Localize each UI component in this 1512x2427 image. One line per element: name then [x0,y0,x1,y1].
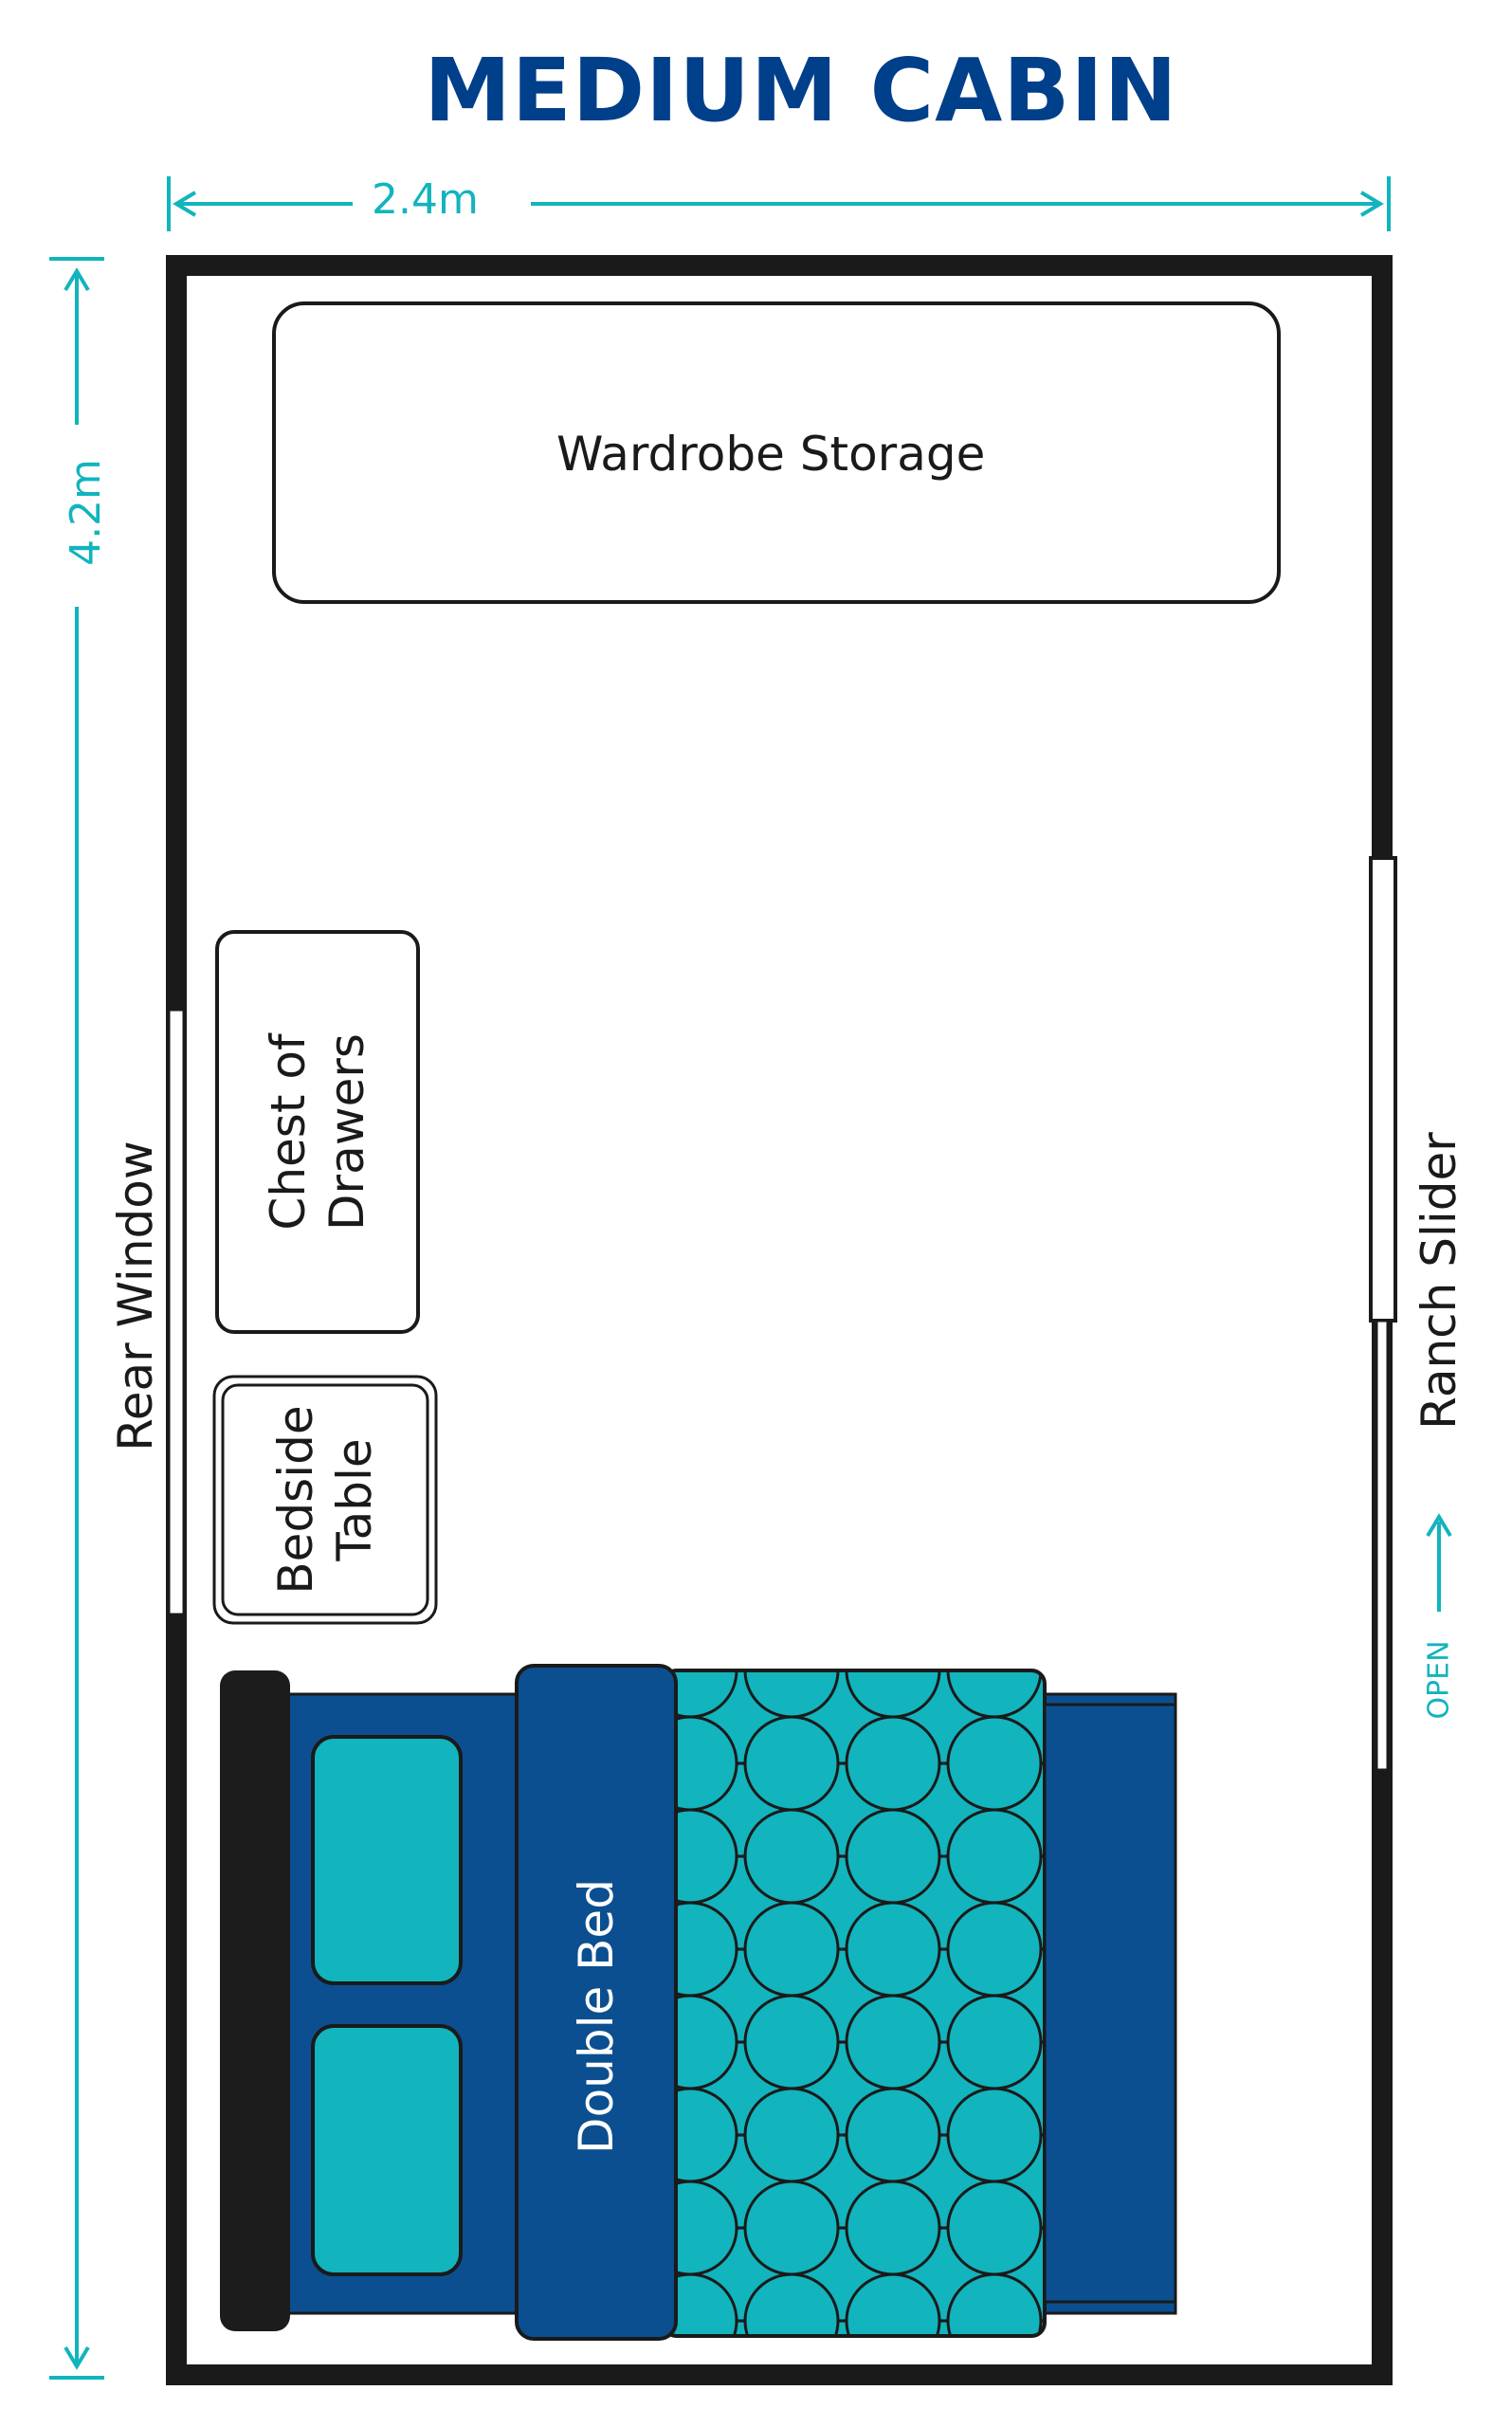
width-label: 2.4m [372,175,479,224]
bedside-label-line1: Bedside [268,1405,323,1595]
ranch-slider [1369,856,1397,1772]
foot-blanket [1043,1703,1177,2304]
bed-label: Double Bed [569,1879,624,2154]
pillow [311,1735,463,1985]
open-arrow-icon [1426,1513,1452,1612]
rear-window [167,1008,186,1616]
chest-label-line1: Chest of [261,1033,316,1231]
wardrobe-label: Wardrobe Storage [556,427,986,482]
chest-label: Chest of Drawers [259,1033,376,1231]
page-title: MEDIUM CABIN [424,40,1178,141]
duvet [662,1669,1047,2338]
double-bed [220,1664,1177,2341]
bedside-label: Bedside Table [266,1405,384,1594]
chest-of-drawers [215,930,420,1334]
bedside-table [212,1375,438,1625]
open-label: OPEN [1422,1640,1456,1720]
width-dimension [167,176,1391,231]
length-dimension [49,257,104,2380]
pillow [311,2024,463,2276]
wardrobe-storage [272,301,1281,604]
chest-label-line2: Drawers [319,1033,374,1231]
rear-window-label: Rear Window [108,1141,163,1451]
headboard [220,1670,290,2331]
length-label: 4.2m [61,459,110,566]
bedside-label-line2: Table [327,1438,382,1561]
bed-fold [515,1664,678,2341]
ranch-slider-label: Ranch Slider [1412,1132,1466,1430]
